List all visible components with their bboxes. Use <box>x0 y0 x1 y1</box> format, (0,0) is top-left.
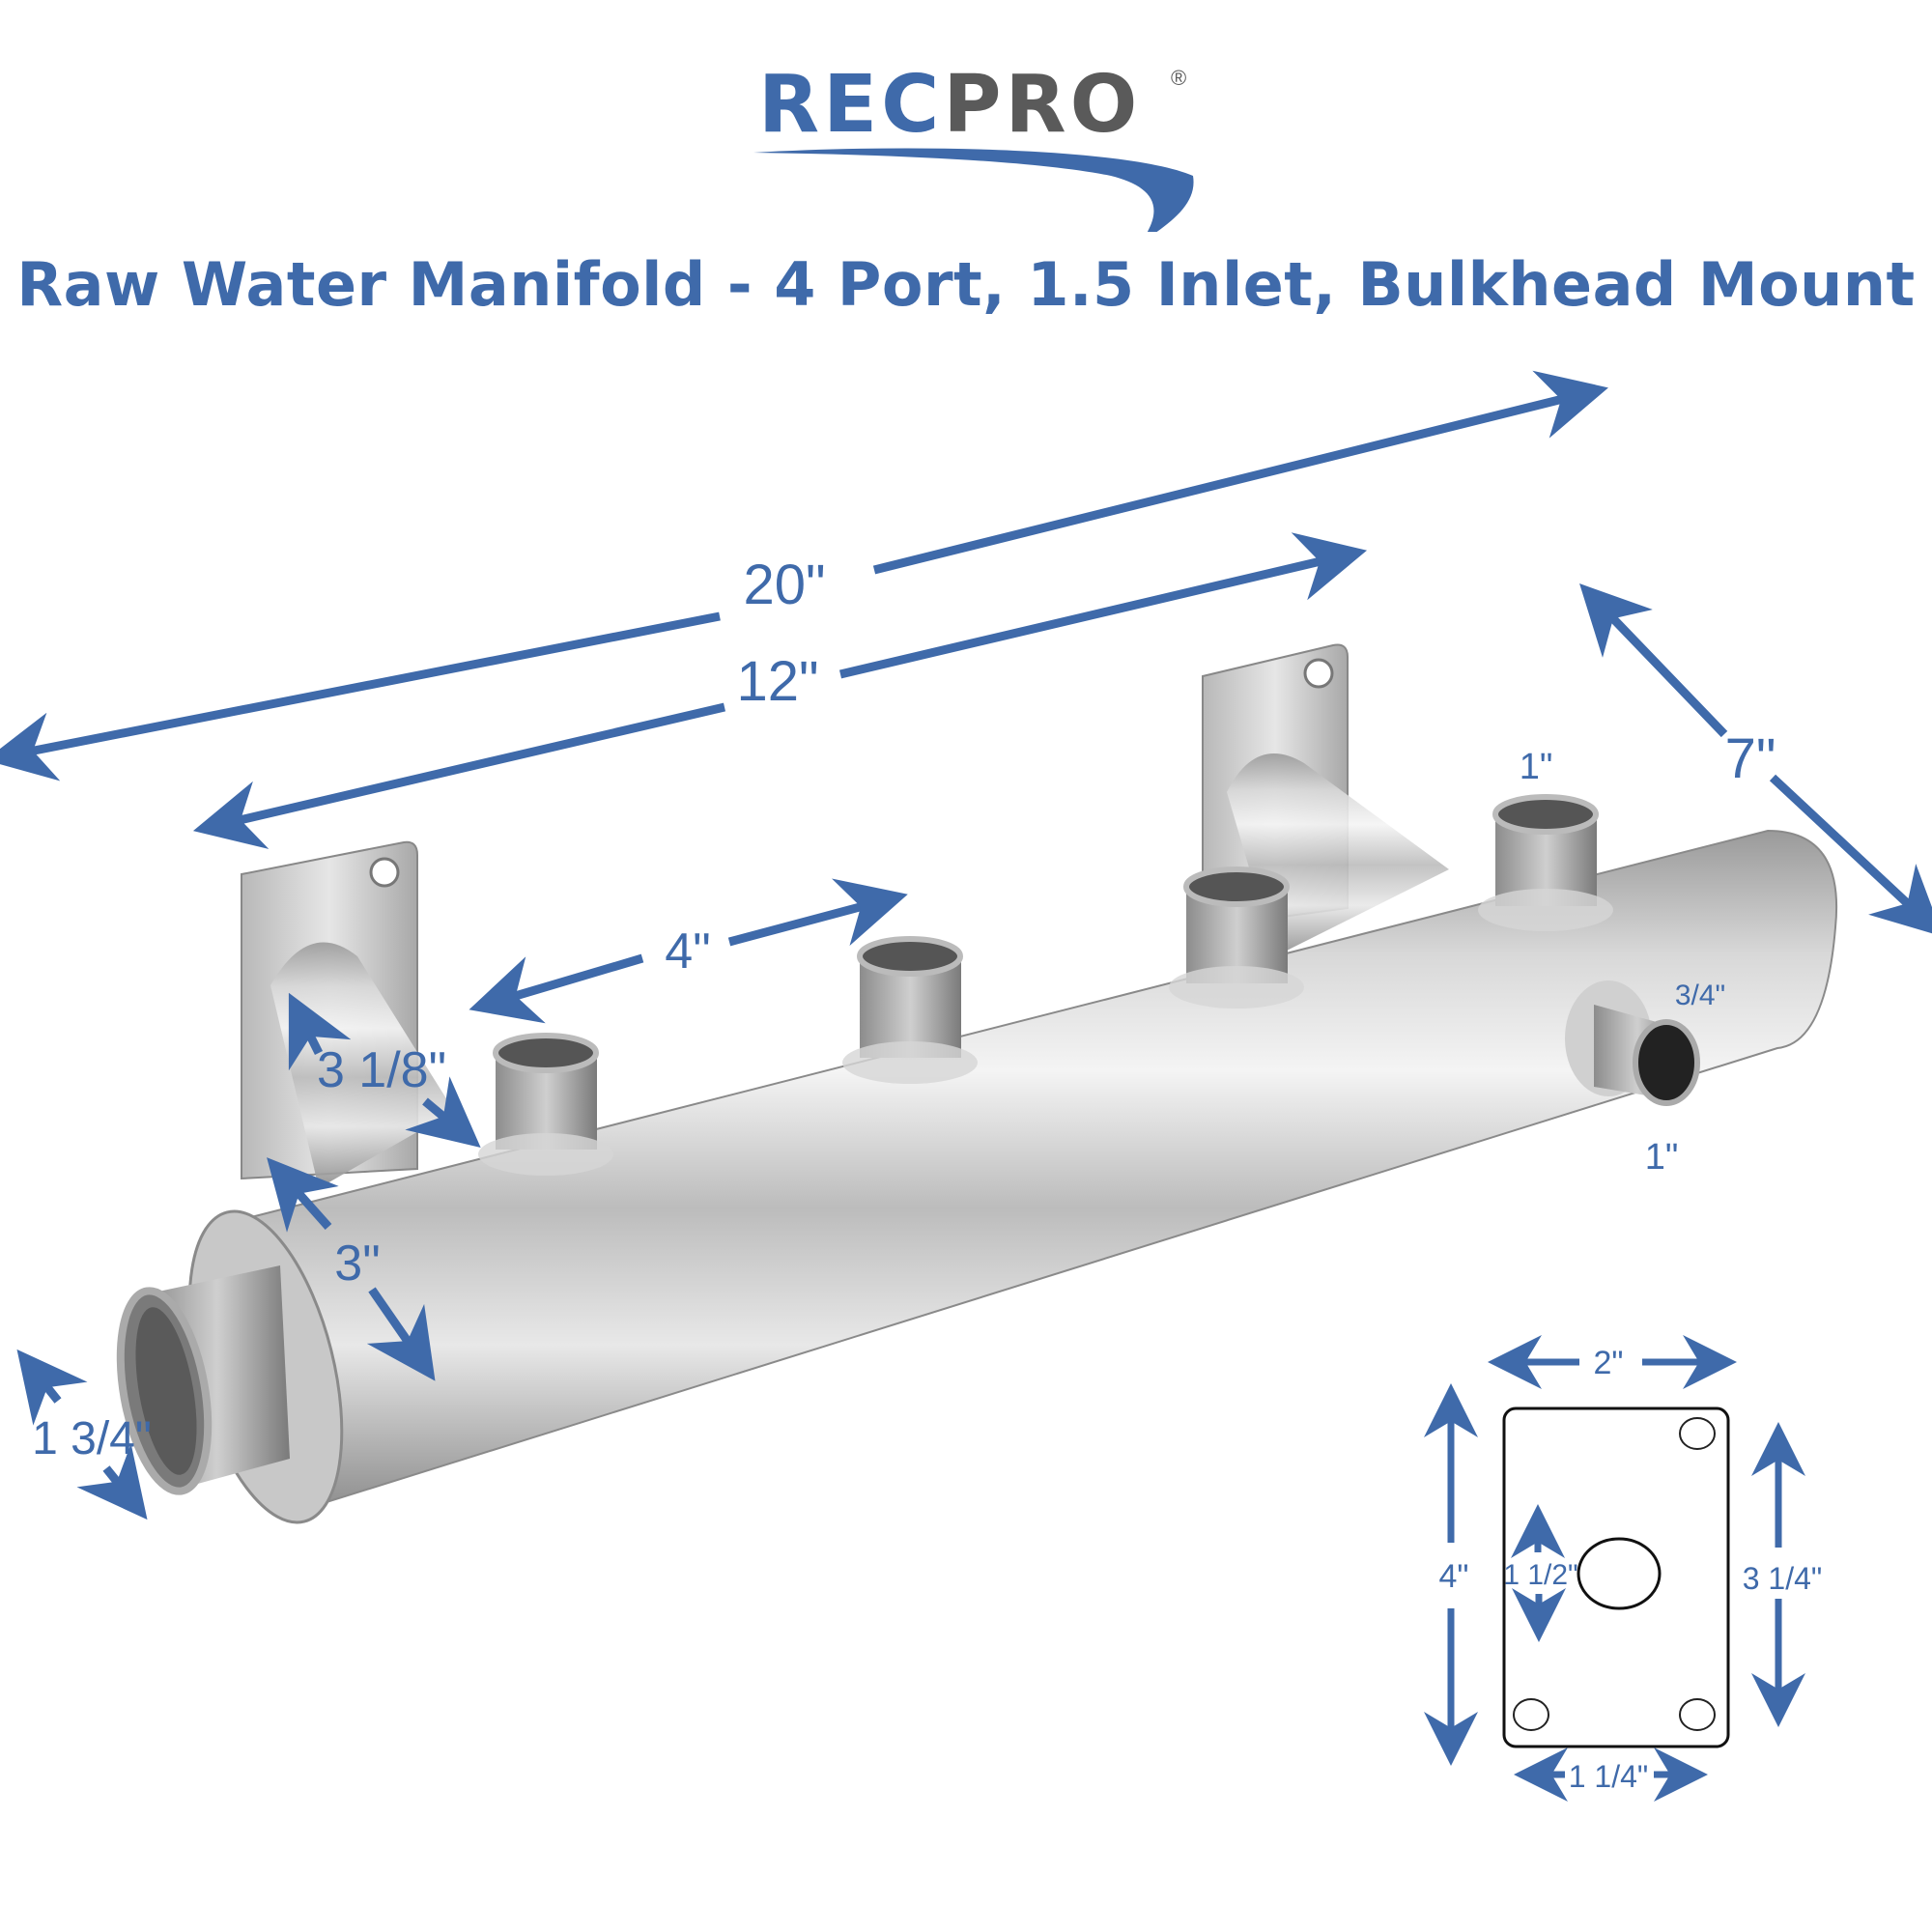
dim-label-bracket-standoff: 3 1/8" <box>317 1042 446 1098</box>
plate-hole-horizontal-label: 1 1/4" <box>1569 1759 1649 1794</box>
dim-134-arrow-up <box>16 1349 88 1426</box>
dim-3-arrow-up <box>267 1157 339 1233</box>
dim-318-arrow-up <box>288 992 352 1071</box>
page-title: Raw Water Manifold - 4 Port, 1.5 Inlet, … <box>16 249 1916 320</box>
registered-mark: ® <box>1171 66 1187 90</box>
dim-label-body-diameter: 3" <box>334 1236 380 1292</box>
mount-hole-bottom-right <box>1679 1698 1716 1731</box>
mount-hole-top-right <box>1679 1417 1716 1450</box>
dim-label-7: 7" <box>1725 727 1776 790</box>
dim-4-arrow-right <box>727 878 908 947</box>
bracket-left <box>241 840 454 1188</box>
dim-label-side-port-outer: 1" <box>1645 1137 1679 1178</box>
dim-12-arrow-right <box>838 532 1368 679</box>
dim-20-arrow-left <box>0 611 721 781</box>
logo-swoosh-icon <box>753 148 1194 232</box>
dim-label-12: 12" <box>736 650 818 713</box>
logo-rec: REC <box>758 59 944 151</box>
mount-center-hole <box>1577 1537 1662 1610</box>
dim-318-arrow-down <box>405 1076 481 1149</box>
recpro-logo: RECPRO ® <box>744 58 1208 232</box>
top-port-1 <box>478 1033 613 1176</box>
top-port-2 <box>842 936 978 1084</box>
dim-label-inlet: 1 3/4" <box>32 1413 152 1464</box>
plate-center-hole-label: 1 1/2" <box>1503 1559 1577 1591</box>
dim-label-top-port: 1" <box>1520 747 1553 787</box>
side-port <box>1565 980 1700 1106</box>
dim-7-arrow-up <box>1579 583 1728 738</box>
plate-width-label: 2" <box>1594 1345 1624 1381</box>
top-port-4 <box>1478 794 1613 931</box>
mount-hole-bottom-left <box>1513 1698 1549 1731</box>
mount-plate-diagram: 2" 4" 3 1/4" 1 1/2" 1 1/4" <box>1424 1335 1823 1802</box>
dim-label-side-port: 3/4" <box>1675 980 1725 1011</box>
top-port-3 <box>1169 867 1304 1009</box>
plate-height-label: 4" <box>1439 1558 1469 1595</box>
logo-wordmark: RECPRO <box>758 66 1141 145</box>
plate-hole-vertical-label: 3 1/4" <box>1743 1561 1823 1596</box>
inlet-fitting <box>116 1265 290 1495</box>
mount-plate-outline <box>1502 1406 1730 1748</box>
dim-label-20: 20" <box>743 554 825 616</box>
dim-4-arrow-left <box>469 953 644 1024</box>
dim-12-arrow-left <box>192 702 726 849</box>
dim-label-4: 4" <box>665 923 710 980</box>
dimension-arrows <box>0 370 1932 1520</box>
dim-134-arrow-down <box>76 1443 148 1520</box>
dim-3-arrow-down <box>366 1287 436 1381</box>
dim-20-arrow-right <box>872 370 1608 575</box>
logo-pro: PRO <box>943 59 1142 151</box>
dim-7-arrow-down <box>1769 774 1932 937</box>
